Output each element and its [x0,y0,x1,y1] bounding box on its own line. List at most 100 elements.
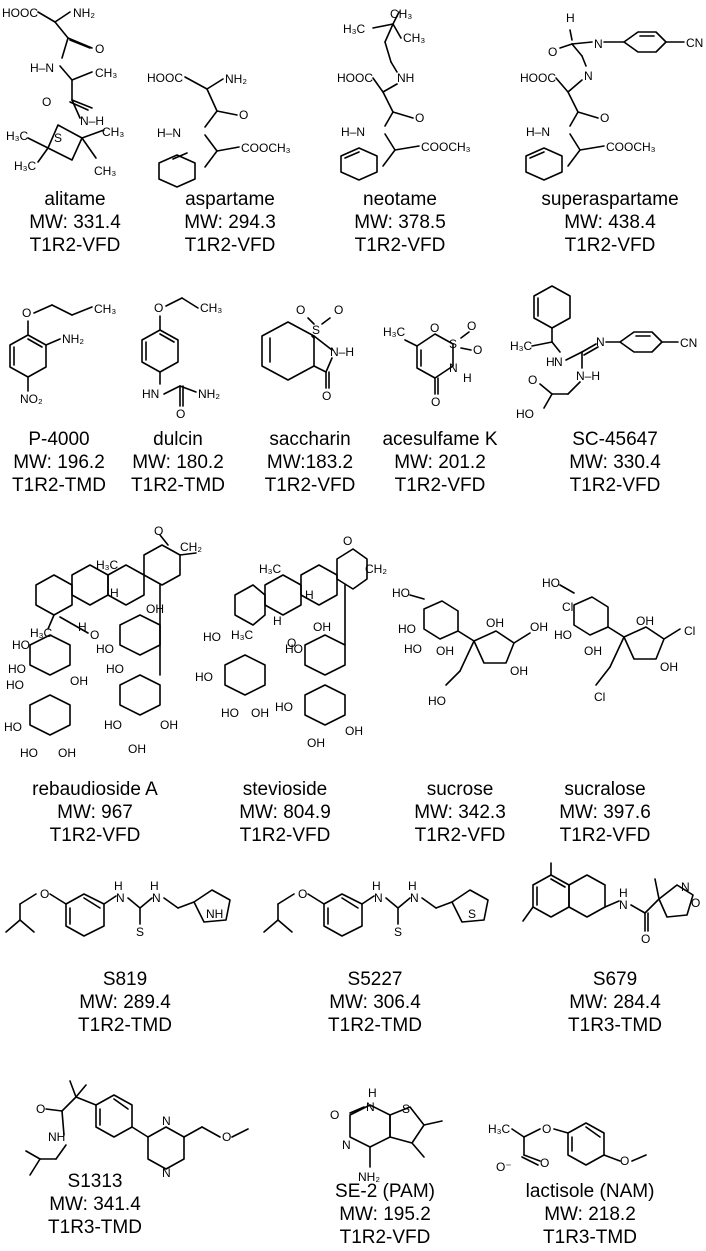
atom-label: HO [195,670,213,684]
atom-label: O [430,321,439,335]
compound-site: T1R2-TMD [131,475,225,496]
compound-mw: MW: 342.3 [414,802,506,823]
compound-caption: rebaudioside A MW: 967 T1R2-VFD [5,778,185,847]
atom-label: HO [203,630,221,644]
atom-label: HOOC [2,6,38,20]
compound-name: SE-2 (PAM) [335,1181,435,1202]
atom-label: H [566,11,575,25]
atom-label: N–H [330,345,354,359]
atom-label: HO [275,700,293,714]
se2-structure: H N S O N NH₂ [320,1085,470,1195]
atom-label: H₃C [510,339,533,353]
compound-site: T1R3-TMD [48,1217,142,1238]
atom-label: CH₃ [95,66,117,80]
atom-label: H [305,588,314,602]
atom-label: N [162,1166,171,1180]
atom-label: NH₂ [198,387,220,401]
atom-label: N [449,361,458,375]
compound-mw: MW: 196.2 [13,452,105,473]
atom-label: O [343,534,352,548]
compound-caption: alitame MW: 331.4 T1R2-VFD [0,188,150,257]
compound-caption: S5227 MW: 306.4 T1R2-TMD [300,968,450,1037]
sucrose-structure: HO HO HO OH OH OH OH HO [390,585,550,720]
atom-label: O [296,303,305,317]
atom-label: S [468,907,476,921]
compound-caption: stevioside MW: 804.9 T1R2-VFD [210,778,360,847]
compound-site: T1R2-VFD [339,1227,431,1248]
compound-mw: MW: 218.2 [544,1204,636,1225]
atom-label: N [619,898,628,912]
atom-label: COOCH₃ [421,140,471,154]
s1313-structure: O NH N N O [0,1075,270,1185]
atom-label: NO₂ [20,392,43,406]
atom-label: HO [542,576,560,590]
atom-label: COOCH₃ [606,140,656,154]
compound-mw: MW: 397.6 [559,802,651,823]
compound-mw: MW: 804.9 [239,802,331,823]
atom-label: Cl [562,600,573,614]
atom-label: HOOC [337,71,373,85]
atom-label: Cl [684,624,695,638]
atom-label: H–N [30,61,54,75]
atom-label: NH₂ [73,6,95,20]
compound-mw: MW: 294.3 [184,212,276,233]
atom-label: H₃C [30,626,53,640]
compound-caption: lactisole (NAM) MW: 218.2 T1R3-TMD [505,1180,675,1249]
atom-label: O [542,1122,551,1136]
atom-label: O [528,373,537,387]
atom-label: O [95,42,104,56]
atom-label: CH₃ [94,302,116,316]
compound-caption: S819 MW: 289.4 T1R2-TMD [50,968,200,1037]
atom-label: H [619,886,628,900]
compound-name: superaspartame [541,189,679,210]
atom-label: H₃C [383,325,406,339]
atom-label: HO [428,694,446,708]
compound-mw: MW: 331.4 [29,212,121,233]
compound-caption: neotame MW: 378.5 T1R2-VFD [320,188,480,257]
atom-label: CN [680,336,697,350]
atom-label: H₃C [6,129,29,143]
atom-label: NH [206,907,223,921]
atom-label: O [22,306,31,320]
atom-label: OH [128,742,146,756]
saccharin-structure: O O S N–H O [250,300,370,410]
atom-label: N [374,891,383,905]
atom-label: HO [106,662,124,676]
atom-label: O [600,111,609,125]
atom-label: HO [285,642,303,656]
compound-site: T1R2-VFD [354,235,446,256]
atom-label: OH [160,718,178,732]
atom-label: HO [221,706,239,720]
compound-name: alitame [44,189,106,210]
compound-mw: MW: 180.2 [132,452,224,473]
atom-label: N [410,891,419,905]
atom-label: NH₂ [225,72,247,86]
atom-label: H₃C [96,558,119,572]
atom-label: HO [6,678,24,692]
compound-caption: saccharin MW:183.2 T1R2-VFD [250,428,370,497]
atom-label: Cl [594,690,605,704]
compound-site: T1R2-VFD [29,235,121,256]
atom-label: HO [96,642,114,656]
compound-name: sucrose [426,779,494,800]
compound-name: S5227 [347,969,403,990]
atom-label: HO [104,718,122,732]
atom-label: HOOC [147,71,183,85]
atom-label: S [449,337,457,351]
compound-site: T1R2-VFD [264,475,356,496]
atom-label: OH [345,724,363,738]
compound-name: S1313 [67,1171,123,1192]
atom-label: OH [660,660,678,674]
atom-label: O [42,95,51,109]
atom-label: N [594,37,603,51]
compound-site: T1R2-VFD [564,235,656,256]
atom-label: N [596,335,605,349]
compound-name: S819 [102,969,148,990]
compound-caption: sucrose MW: 342.3 T1R2-VFD [405,778,515,847]
sucralose-structure: HO Cl HO OH OH Cl OH Cl [540,575,706,725]
atom-label: H₃C [231,628,254,642]
atom-label: N [116,891,125,905]
atom-label: H [372,879,381,893]
compound-site: T1R2-TMD [78,1015,172,1036]
atom-label: O [36,1102,45,1116]
